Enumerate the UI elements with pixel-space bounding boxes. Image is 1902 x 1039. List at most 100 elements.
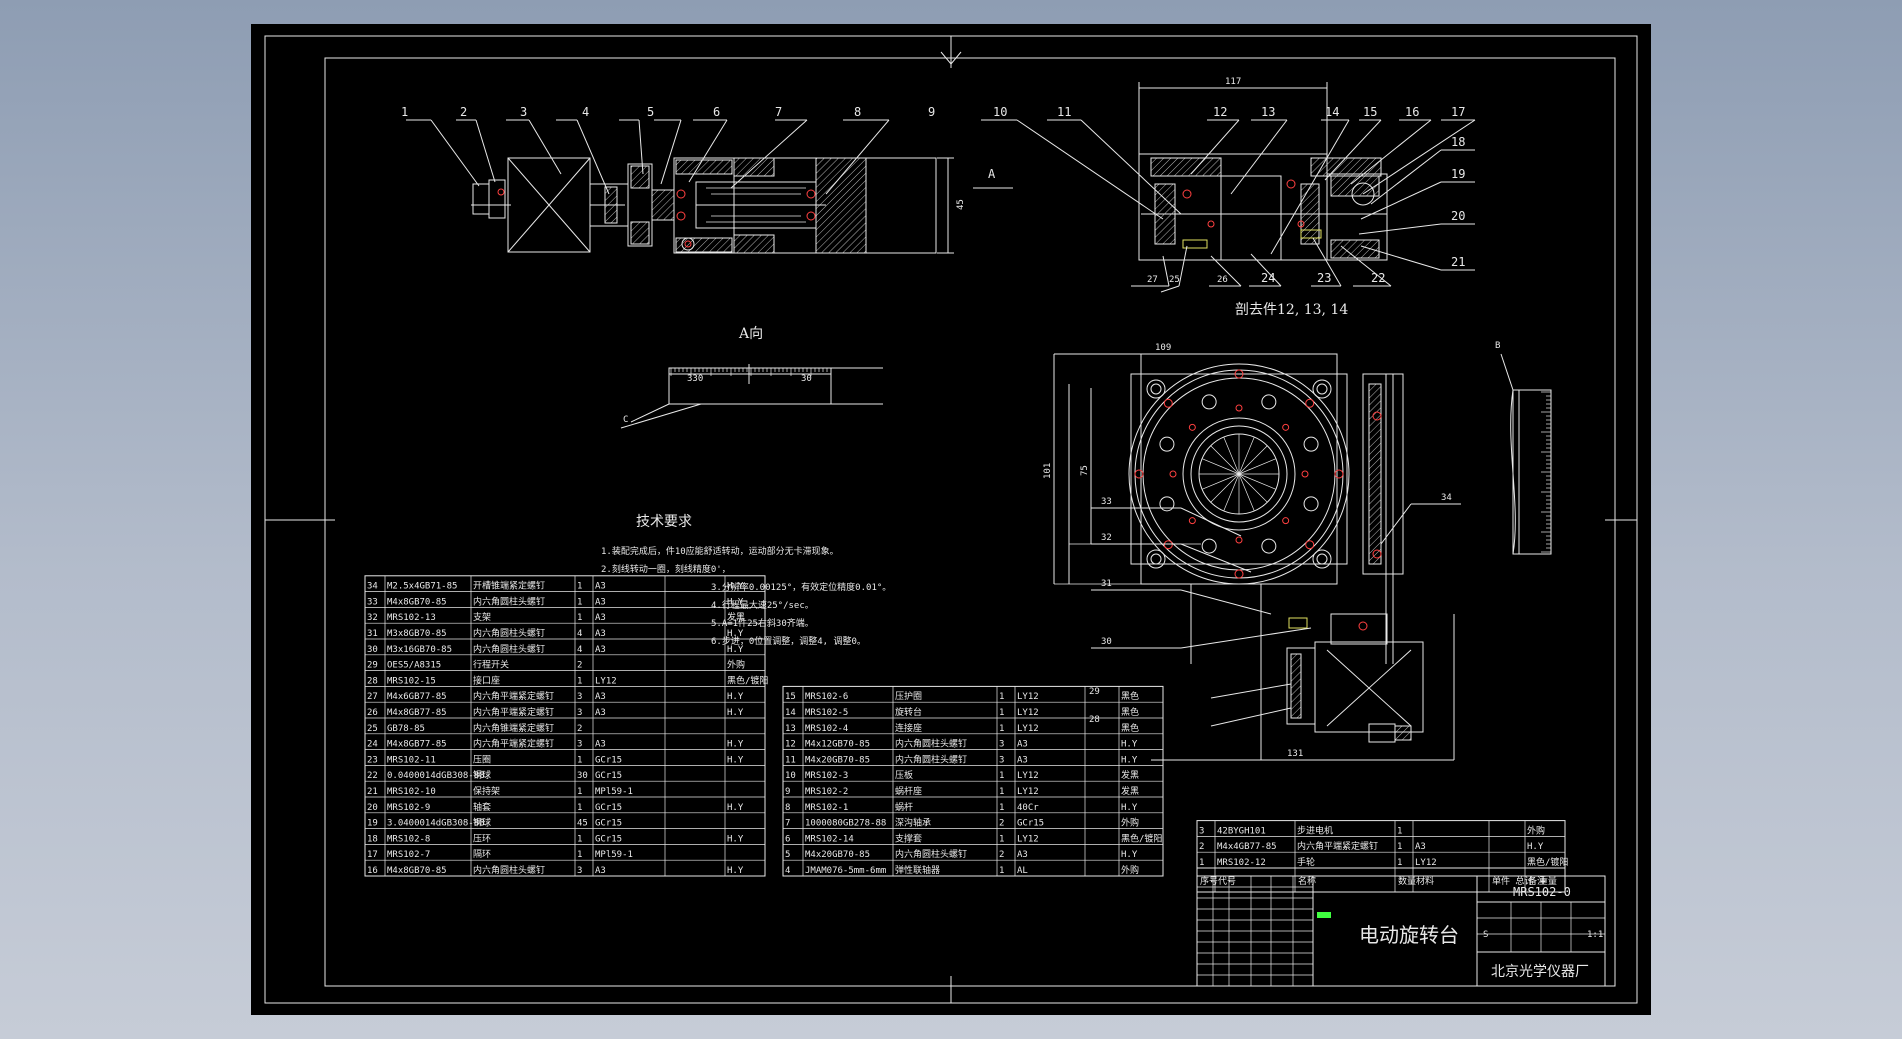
bom-right-cell: MRS102-1 <box>805 803 848 813</box>
balloon-17: 17 <box>1451 105 1465 119</box>
title-block: 电动旋转台 MRS102-0 S 1:1 北京光学仪器厂 <box>1196 875 1606 987</box>
bom-right-cell: MRS102-4 <box>805 724 848 734</box>
bom-bottom-cell: 2 <box>1199 842 1204 852</box>
bom-left-cell: 开槽锥端紧定螺钉 <box>473 580 545 592</box>
bom-left-cell: 1 <box>577 755 582 765</box>
bom-right-cell: 2 <box>999 850 1004 860</box>
bom-left-cell: GCr15 <box>595 803 622 813</box>
bom-right-cell: MRS102-3 <box>805 771 848 781</box>
bom-left-cell: 接口座 <box>473 674 500 686</box>
balloon-15: 15 <box>1363 105 1377 119</box>
bom-left-cell: A3 <box>595 582 606 592</box>
bom-right-cell: 40Cr <box>1017 803 1039 813</box>
bom-right-cell: 黑色/镀阳 <box>1121 832 1162 844</box>
bom-right-cell: 外购 <box>1121 817 1139 829</box>
bom-right-cell: 3 <box>999 740 1004 750</box>
balloon-2: 2 <box>460 105 467 119</box>
bom-left-cell: MRS102-10 <box>387 787 436 797</box>
bom-left-cell: 45 <box>577 819 588 829</box>
bom-right-cell: LY12 <box>1017 787 1039 797</box>
bom-bottom-cell: MRS102-12 <box>1217 858 1266 868</box>
bom-left-cell: 30 <box>367 645 378 655</box>
bom-left-cell: 28 <box>367 676 378 686</box>
tech-req-line-1: 1.装配完成后，件10应能舒适转动，运动部分无卡滞现象。 <box>601 545 839 557</box>
bom-right-cell: H.Y <box>1121 740 1138 750</box>
balloon-26: 26 <box>1217 275 1228 285</box>
bom-header-cell: 数量 <box>1398 875 1416 887</box>
bom-left-cell: GB78-85 <box>387 724 425 734</box>
bom-bottom-cell: M4x4GB77-85 <box>1217 842 1277 852</box>
bom-right-cell: 7 <box>785 819 790 829</box>
bom-right-cell: 1 <box>999 866 1004 876</box>
bom-bottom-cell: 手轮 <box>1297 856 1315 868</box>
inner-frame <box>324 57 1616 987</box>
bom-right-cell: A3 <box>1017 740 1028 750</box>
bom-left-cell: 3 <box>577 692 582 702</box>
scale-left-value: 330 <box>687 374 703 384</box>
bom-right-cell: A3 <box>1017 850 1028 860</box>
bom-right-cell: 外购 <box>1121 864 1139 876</box>
bom-left-cell: M4x8GB77-85 <box>387 740 447 750</box>
bom-left-cell: H.Y <box>727 597 744 607</box>
bom-header-cell: 单件 总计 重量 <box>1492 875 1557 887</box>
bom-left-cell: H.Y <box>727 740 744 750</box>
bom-left-cell: 1 <box>577 850 582 860</box>
bom-left-cell: M3x16GB70-85 <box>387 645 452 655</box>
bom-left-cell: 23 <box>367 755 378 765</box>
bom-right-cell: 旋转台 <box>895 706 922 718</box>
bom-left-cell: 内六角平端紧定螺钉 <box>473 690 554 702</box>
bom-left-cell: 20 <box>367 803 378 813</box>
bom-bottom-cell: 1 <box>1199 858 1204 868</box>
bom-left-cell: 钢球 <box>473 817 491 829</box>
bom-left-cell: 1 <box>577 803 582 813</box>
bom-left-cell: A3 <box>595 597 606 607</box>
bom-left-cell: A3 <box>595 866 606 876</box>
bom-right-cell: 2 <box>999 819 1004 829</box>
bom-right-cell: H.Y <box>1121 755 1138 765</box>
bom-left-cell: 22 <box>367 771 378 781</box>
bom-left-cell: M3x8GB70-85 <box>387 629 447 639</box>
bom-right-cell: 6 <box>785 834 790 844</box>
tech-req-line-6: 6.步进，0位置调整，调整4, 调整0。 <box>711 635 866 647</box>
bom-left-cell: 3 <box>577 740 582 750</box>
technical-requirements: 技术要求 1.装配完成后，件10应能舒适转动，运动部分无卡滞现象。 2.刻线转动… <box>601 514 891 647</box>
balloon-8: 8 <box>854 105 861 119</box>
bom-header-cell: 材料 <box>1416 875 1434 887</box>
balloon-28: 28 <box>1089 715 1100 725</box>
balloon-13: 13 <box>1261 105 1275 119</box>
bom-left-cell: 2 <box>577 724 582 734</box>
bom-left-cell: M4x8GB70-85 <box>387 866 447 876</box>
bom-right-cell: H.Y <box>1121 803 1138 813</box>
bom-left-cell: 1 <box>577 582 582 592</box>
bom-right-cell: 弹性联轴器 <box>895 864 940 876</box>
balloon-12: 12 <box>1213 105 1227 119</box>
company-name: 北京光学仪器厂 <box>1491 964 1589 980</box>
bom-left-cell: H.Y <box>727 582 744 592</box>
drawing-number: MRS102-0 <box>1513 885 1571 899</box>
bom-left-cell: M4x8GB70-85 <box>387 597 447 607</box>
bom-left-cell: 29 <box>367 661 378 671</box>
bom-left-cell: H.Y <box>727 629 744 639</box>
tech-req-line-3: 3.分辨率0.00125°，有效定位精度0.01°。 <box>711 581 891 593</box>
bom-left-cell: 钢球 <box>473 769 491 781</box>
balloon-9: 9 <box>928 105 935 119</box>
bom-left-cell: 25 <box>367 724 378 734</box>
bom-right-cell: 深沟轴承 <box>895 817 931 829</box>
bom-left-cell: 内六角圆柱头螺钉 <box>473 595 545 607</box>
bom-right-cell: 黑色 <box>1121 690 1139 702</box>
bom-right-cell: 10 <box>785 771 796 781</box>
bom-left-cell: 行程开关 <box>473 659 509 671</box>
bom-left-cell: 轴套 <box>473 801 491 813</box>
bom-bottom-cell: 1 <box>1397 842 1402 852</box>
bom-header-cell: 序号 <box>1200 875 1218 887</box>
bom-left-cell: 32 <box>367 613 378 623</box>
tech-req-line-2: 2.刻线转动一圈，刻线精度0'， <box>601 563 731 575</box>
bom-right-cell: 连接座 <box>895 722 922 734</box>
bom-bottom-cell: 步进电机 <box>1297 824 1333 836</box>
view-a-scale: A向 330 30 C <box>620 326 883 429</box>
scale-right-value: 30 <box>801 374 812 384</box>
bom-left-cell: 3 <box>577 866 582 876</box>
bom-left-cell: A3 <box>595 740 606 750</box>
bom-left-cell: H.Y <box>727 866 744 876</box>
